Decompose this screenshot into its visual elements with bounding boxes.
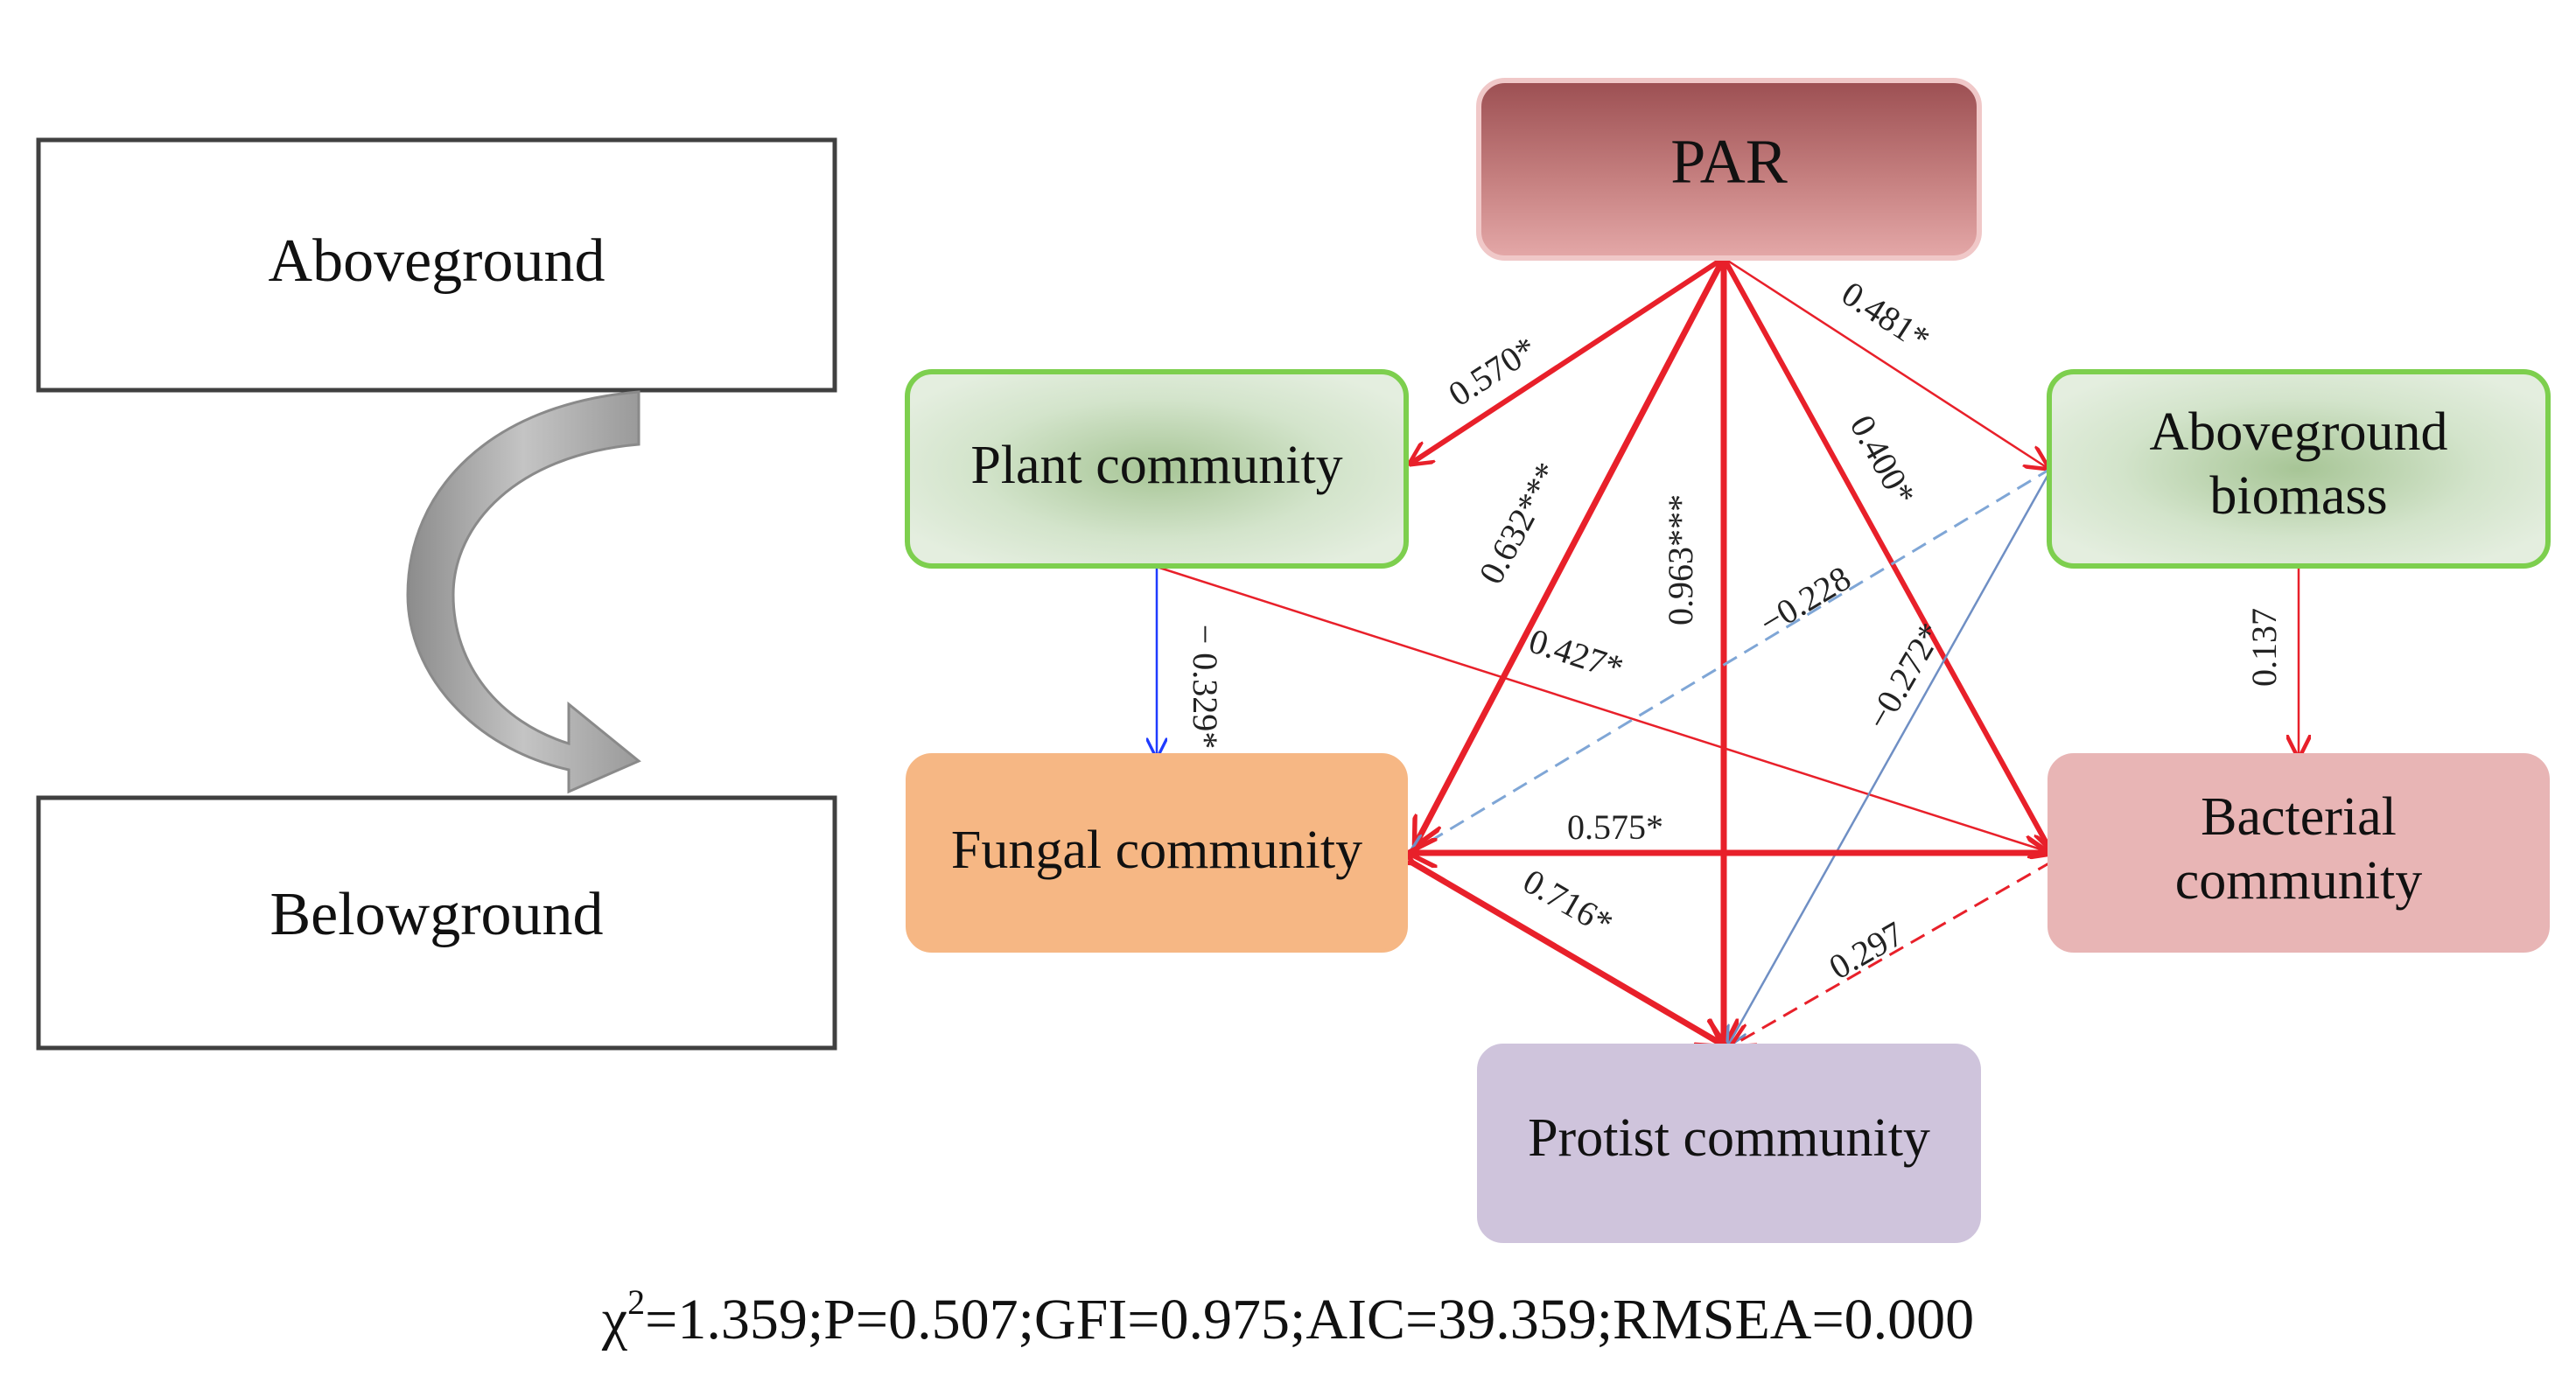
node-protist-label: Protist community [1528,1108,1930,1168]
side-panel: Aboveground Belowground [36,137,837,1051]
aboveground-label: Aboveground [269,227,606,295]
paths [1156,255,2299,1045]
belowground-label: Belowground [270,881,603,948]
node-bacterial-label-line2: community [2175,851,2422,911]
path-par-bacterial [1721,256,2052,853]
node-fungal-label: Fungal community [951,821,1362,880]
node-plant-label: Plant community [970,436,1342,495]
node-plant-community [905,369,1409,569]
coef-biomass-bacterial: 0.137 [2244,608,2284,687]
model-fit-statistics: χ2=1.359;P=0.507;GFI=0.975;AIC=39.359;RM… [601,1282,1974,1352]
node-bacterial-label-line1: Bacterial [2201,787,2397,847]
path-biomass-protist [1728,467,2054,1045]
chi-exponent: 2 [627,1282,645,1322]
aboveground-box [36,137,837,393]
coef-biomass-fungal: −0.228 [1753,558,1858,643]
coef-bacterial-fungal: 0.575* [1567,807,1663,847]
fit-values: =1.359;P=0.507;GFI=0.975;AIC=39.359;RMSE… [645,1288,1974,1352]
coef-par-biomass: 0.481* [1835,274,1937,360]
node-biomass-label-line1: Aboveground [2150,402,2448,462]
path-par-biomass [1723,256,2048,468]
path-par-plant [1410,255,1726,464]
node-aboveground-biomass [2047,369,2551,569]
belowground-box [36,795,837,1051]
coef-par-fungal: 0.632*** [1471,456,1567,590]
node-par-label: PAR [1670,127,1787,197]
coef-plant-fungal: − 0.329* [1186,625,1225,750]
coef-par-protist: 0.963*** [1661,494,1700,625]
node-bacterial-community [2048,753,2550,953]
node-protist-community [1477,1044,1981,1243]
node-par [1476,78,1982,261]
node-biomass-label-line2: biomass [2209,466,2387,526]
coef-par-plant: 0.570* [1441,329,1544,415]
curved-down-arrow-icon [406,390,641,794]
path-plant-bacterial [1156,565,2052,853]
path-bacterial-protist [1732,860,2053,1045]
coef-plant-bacterial: 0.427* [1524,620,1628,688]
chi-symbol: χ [601,1288,627,1352]
node-fungal-community [906,753,1408,953]
coef-bacterial-protist: 0.297 [1823,913,1910,987]
nodes: PAR Plant community Aboveground biomass … [905,78,2551,1243]
path-biomass-fungal [1410,466,2053,853]
coef-biomass-protist: −0.272* [1858,616,1950,736]
path-par-fungal [1416,256,1727,844]
path-fungal-protist [1410,862,1724,1045]
